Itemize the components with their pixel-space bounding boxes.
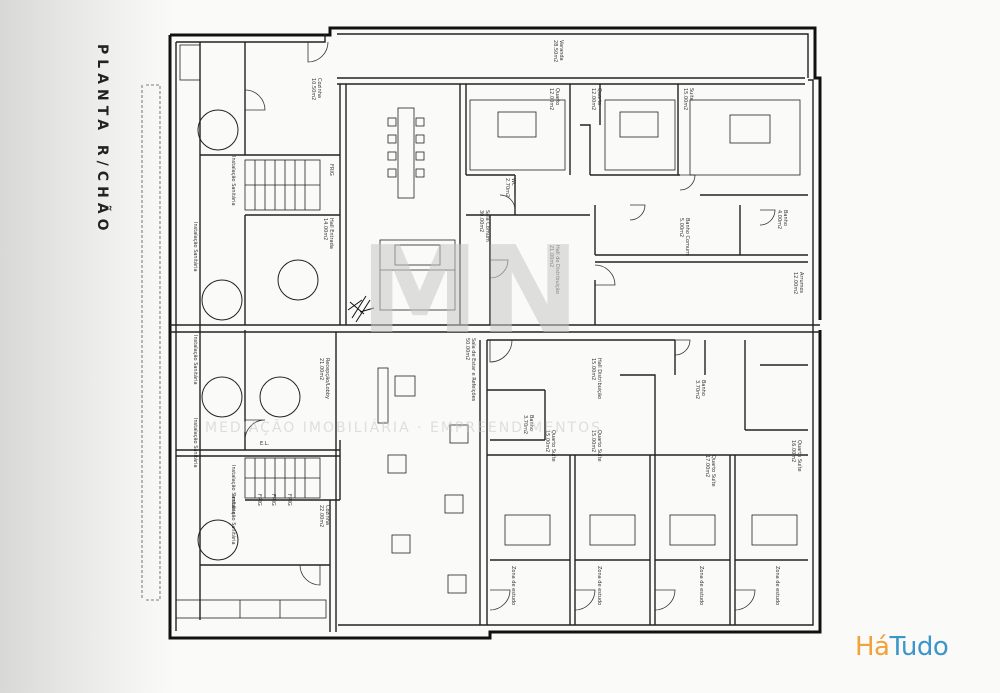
label-quarto-suite-1: Quarto Suíte [550, 430, 557, 462]
label-is-4: Instalação Sanitária [192, 418, 199, 468]
logo-part1: Há [855, 632, 890, 662]
watermark: MN MEDIAÇÃO IMOBILIÁRIA · EMPREENDIMENTO… [205, 222, 602, 436]
label-arrumos: Arrumos [798, 272, 804, 294]
sofa [379, 239, 456, 311]
door-swings [244, 41, 776, 611]
plant-symbol [347, 295, 375, 323]
label-quarto-suite-4-area: 16.00m2 [790, 440, 796, 462]
label-hall-distribuicao-2: Hall Distribuição [596, 358, 602, 399]
label-cozinha-bottom: Cozinha [324, 505, 330, 525]
label-is-2: Instalação Sanitária [192, 222, 199, 272]
label-quarto-suite-2: Quarto Suíte [596, 430, 603, 462]
label-zona-estudo-2: Zona de estudo [596, 566, 602, 605]
label-banho-comum-area: 5.00m2 [678, 218, 684, 237]
label-sala-estar-area: 50.00m2 [464, 338, 470, 360]
label-varanda-area: 28.50m2 [552, 40, 558, 62]
label-wc-top: Wc [510, 178, 516, 186]
inner-walls [170, 33, 820, 632]
label-stair: E.L. [260, 441, 270, 447]
label-quarto-suite-1-area: 15.00m2 [544, 430, 550, 452]
label-sala-estar: Sala de Estar e Refeições [470, 338, 476, 402]
label-hall-entrada: Hall Entrada [328, 218, 334, 249]
label-hall-entrada-area: 14.00m2 [322, 218, 328, 240]
label-frig-3: FRIG [270, 494, 276, 506]
label-suite: Suite [688, 88, 694, 101]
label-zona-estudo-4: Zona de estudo [774, 566, 780, 605]
label-sala-comum-area: 30.00m2 [478, 210, 484, 232]
stairs [244, 159, 321, 499]
label-is-5: Instalação Sanitária [230, 465, 237, 515]
label-zona-estudo-3: Zona de estudo [698, 566, 704, 605]
label-banho-b: Banho [700, 380, 706, 396]
label-banho-comum: Banho Comum [684, 218, 690, 255]
label-hall-distribuicao-area: 21.00m2 [548, 245, 554, 267]
label-cozinha-top: Cozinha [316, 78, 322, 98]
label-quarto-2-area: 12.00m2 [590, 88, 596, 110]
label-is-3: Instalação Sanitária [192, 335, 199, 385]
label-quarto-2: Quarto [596, 88, 602, 105]
label-sala-comum: Sala Comum [484, 210, 490, 242]
label-banho-a-area: 3.70m2 [522, 415, 528, 434]
label-frig-4: FRIG [286, 494, 292, 506]
kitchen-counters [175, 44, 327, 619]
circular-fixtures [197, 109, 319, 561]
label-quarto-suite-2-area: 15.00m2 [590, 430, 596, 452]
label-banho-suite: Banho [782, 210, 788, 226]
hatudo-logo: HáTudo [855, 632, 985, 680]
label-is-1: Instalação Sanitária [230, 156, 237, 206]
label-varanda: Varanda [558, 40, 564, 61]
label-recepcao: Recepção/Lobby [324, 358, 330, 399]
label-cozinha-bottom-area: 22.00m2 [318, 505, 324, 527]
label-banho-a: Banho [528, 415, 534, 431]
label-suite-area: 15.00m2 [682, 88, 688, 110]
beds-top [469, 99, 801, 176]
label-frig-2: FRIG [256, 494, 262, 506]
site-boundary [141, 84, 161, 601]
label-hall-distribuicao-2-area: 15.00m2 [590, 358, 596, 380]
dining-table-top [387, 107, 425, 199]
label-quarto-1-area: 12.00m2 [548, 88, 554, 110]
label-banho-b-area: 3.70m2 [694, 380, 700, 399]
label-zona-estudo-1: Zona de estudo [510, 566, 516, 605]
label-quarto-suite-3: Quarto Suíte [710, 455, 717, 487]
logo-part2: Tudo [889, 632, 949, 662]
label-quarto-1: Quarto [554, 88, 560, 105]
label-hall-distribuicao: Hall de Distribuição [554, 245, 560, 294]
label-wc-top-area: 2.70m2 [504, 178, 510, 197]
bistro-tables [377, 367, 469, 594]
label-arrumos-area: 12.00m2 [792, 272, 798, 294]
outer-walls [168, 26, 822, 640]
label-quarto-suite-4: Quarto Suíte [796, 440, 803, 472]
beds-bottom [504, 514, 798, 546]
label-quarto-suite-3-area: 17.00m2 [704, 455, 710, 477]
label-recepcao-area: 21.00m2 [318, 358, 324, 380]
label-is-6: Instalação Sanitária [230, 495, 237, 545]
label-cozinha-top-area: 10.50m2 [310, 78, 316, 100]
label-banho-suite-area: 4.00m2 [776, 210, 782, 229]
watermark-tagline: MEDIAÇÃO IMOBILIÁRIA · EMPREENDIMENTOS [205, 419, 602, 436]
room-labels: Varanda 28.50m2 Cozinha 10.50m2 Quarto 1… [192, 40, 804, 605]
label-frig-1: FRIG [328, 164, 334, 176]
scan-shading [0, 0, 175, 693]
watermark-brand: MN [360, 222, 580, 361]
